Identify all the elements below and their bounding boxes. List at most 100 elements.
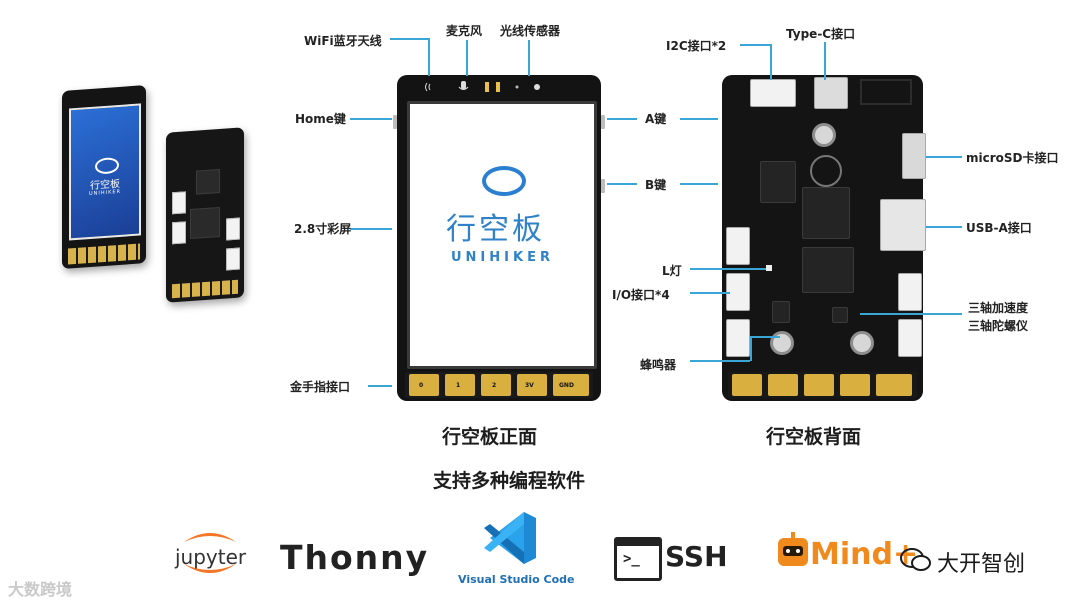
label-screen: 2.8寸彩屏 — [294, 220, 351, 237]
mindplus-robot-icon — [775, 530, 811, 574]
imu-chip — [832, 307, 848, 323]
photo-connector — [226, 248, 240, 271]
product-photo-front: 行空板 UNIHIKER — [62, 85, 146, 269]
io-connector — [898, 273, 922, 311]
io-connector — [898, 319, 922, 357]
microsd-slot — [902, 133, 926, 179]
unihiker-logo-icon — [482, 166, 526, 196]
io-connector — [726, 227, 750, 265]
type-c-port — [814, 77, 848, 109]
product-photo-back — [166, 127, 244, 302]
pin-label-1: 1 — [456, 382, 460, 389]
callout-line — [750, 336, 780, 338]
pin-label-2: 2 — [492, 382, 496, 389]
logo-en: UNIHIKER — [451, 250, 554, 265]
label-light-sensor: 光线传感器 — [500, 22, 560, 39]
label-b-key: B键 — [645, 176, 666, 193]
front-screen: 行空板 UNIHIKER — [407, 101, 597, 369]
terminal-prompt: >_ — [623, 551, 640, 567]
front-board: 行空板 UNIHIKER 0 1 2 3V GND — [397, 75, 601, 401]
home-button[interactable] — [393, 115, 397, 129]
watermark-left: 大数跨境 — [8, 576, 72, 600]
logo-cn: 行空板 — [446, 204, 545, 248]
callout-line — [680, 118, 718, 120]
screw — [770, 331, 794, 355]
back-gold-finger — [728, 372, 917, 398]
pin-label-0: 0 — [419, 382, 423, 389]
b-button[interactable] — [601, 179, 605, 193]
light-sensor-icon — [485, 82, 540, 92]
callout-line — [750, 336, 752, 361]
a-button[interactable] — [601, 115, 605, 129]
pin-pad — [804, 374, 834, 396]
pin-label-3v: 3V — [525, 382, 534, 389]
terminal-bar — [617, 540, 659, 546]
screw — [850, 331, 874, 355]
jupyter-label: jupyter — [175, 545, 246, 569]
label-gold-finger: 金手指接口 — [290, 378, 350, 395]
callout-line — [770, 44, 772, 80]
callout-line — [350, 228, 392, 230]
photo-chip — [196, 169, 220, 195]
callout-line — [690, 292, 730, 294]
caption-front: 行空板正面 — [442, 422, 537, 449]
pin-pad — [409, 374, 439, 396]
antenna-trace — [860, 79, 912, 105]
photo-connector — [172, 221, 186, 244]
callout-line — [824, 42, 826, 80]
label-l-light: L灯 — [662, 262, 682, 279]
front-top-bar — [397, 75, 601, 99]
label-usb-a: USB-A接口 — [966, 219, 1032, 236]
label-imu-2: 三轴陀螺仪 — [968, 317, 1028, 334]
pin-pad — [840, 374, 870, 396]
photo-connector — [226, 218, 240, 241]
callout-line — [926, 226, 962, 228]
label-type-c: Type-C接口 — [786, 25, 855, 42]
vscode-label: Visual Studio Code — [458, 573, 575, 586]
photo-screen: 行空板 UNIHIKER — [69, 103, 141, 240]
front-gold-finger: 0 1 2 3V GND — [405, 372, 593, 398]
callout-line — [350, 118, 392, 120]
label-wifi-bt: WiFi蓝牙天线 — [304, 32, 382, 49]
callout-line — [466, 40, 468, 76]
back-board — [722, 75, 923, 401]
photo-chip — [190, 207, 220, 239]
label-mic: 麦克风 — [446, 22, 482, 39]
pin-pad — [732, 374, 762, 396]
software-title: 支持多种编程软件 — [433, 466, 585, 493]
pin-pad — [768, 374, 798, 396]
chip — [760, 161, 796, 203]
label-io: I/O接口*4 — [612, 286, 670, 303]
callout-line — [690, 268, 766, 270]
callout-line — [926, 156, 962, 158]
photo-connector — [172, 191, 186, 214]
vscode-logo-icon — [480, 508, 540, 568]
callout-line — [740, 44, 770, 46]
callout-line — [680, 183, 718, 185]
callout-line — [390, 38, 428, 40]
label-i2c: I2C接口*2 — [666, 37, 726, 54]
label-a-key: A键 — [645, 110, 666, 127]
photo-gold-finger — [68, 243, 140, 264]
wechat-icon — [900, 546, 932, 574]
wifi-icon — [426, 83, 431, 91]
terminal-icon: >_ — [614, 537, 662, 581]
caption-back: 行空板背面 — [766, 422, 861, 449]
callout-line — [368, 385, 392, 387]
unihiker-logo-icon — [810, 155, 842, 187]
memory-chip — [802, 247, 854, 293]
microphone-icon — [459, 81, 468, 90]
pin-pad — [876, 374, 912, 396]
main-chip — [802, 187, 850, 239]
callout-line — [428, 38, 430, 76]
i2c-connector — [750, 79, 796, 107]
ssh-label: SSH — [665, 540, 728, 573]
io-connector — [726, 319, 750, 357]
l-led — [766, 265, 772, 271]
callout-line — [860, 313, 962, 315]
callout-line — [607, 118, 637, 120]
thonny-label: Thonny — [280, 538, 429, 577]
pin-label-gnd: GND — [559, 382, 574, 389]
label-microsd: microSD卡接口 — [966, 149, 1059, 166]
callout-line — [607, 183, 637, 185]
